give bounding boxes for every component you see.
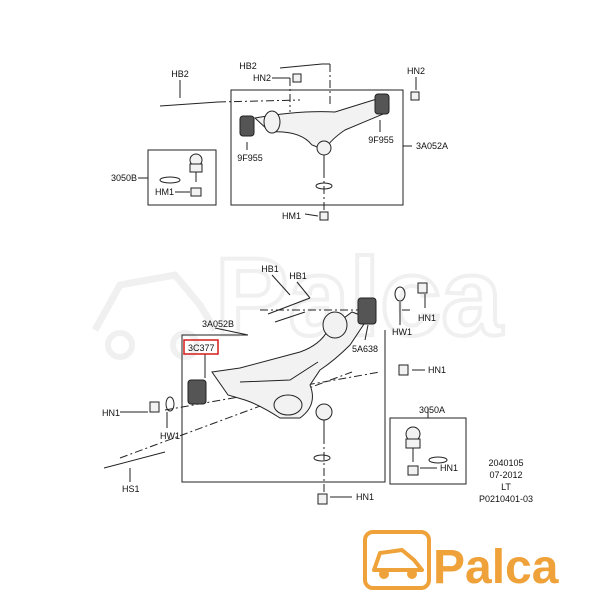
label-hb1-right: HB1 xyxy=(289,271,307,281)
palca-watermark: Palca xyxy=(91,234,505,361)
label-hn1-bottom: HN1 xyxy=(356,492,374,502)
watermark-text: Palca xyxy=(215,236,503,359)
label-hs1: HS1 xyxy=(122,484,140,494)
diagram-ref: P0210401-03 xyxy=(479,494,533,504)
label-hm1-left: HM1 xyxy=(155,187,174,197)
lower-arm-assembly xyxy=(103,274,428,505)
label-9f955-right: 9F955 xyxy=(368,135,394,145)
label-3050a: 3050A xyxy=(419,405,445,415)
label-hn1-upper-right: HN1 xyxy=(418,313,436,323)
car-icon xyxy=(363,530,431,590)
label-hn2-right: HN2 xyxy=(407,66,425,76)
label-hb2-left: HB2 xyxy=(171,69,189,79)
highlight-box xyxy=(183,339,219,355)
label-hn1-mid-right: HN1 xyxy=(428,365,446,375)
upper-arm-assembly xyxy=(159,63,420,221)
diagram-date: 07-2012 xyxy=(489,470,522,480)
label-3050b: 3050B xyxy=(111,173,137,183)
logo-text: Palca xyxy=(433,541,559,594)
ball-joint-3050b xyxy=(138,149,217,206)
label-3a052b: 3A052B xyxy=(202,319,234,329)
label-3c377: 3C377 xyxy=(188,343,215,353)
palca-logo: Palca xyxy=(363,530,559,594)
label-hb2-top: HB2 xyxy=(239,61,257,71)
label-3a052a: 3A052A xyxy=(416,141,448,151)
label-hn1-left: HN1 xyxy=(102,408,120,418)
label-hb1-left: HB1 xyxy=(261,264,279,274)
label-hw1-left: HW1 xyxy=(160,431,180,441)
label-5a638: 5A638 xyxy=(352,344,378,354)
label-9f955-left: 9F955 xyxy=(237,153,263,163)
diagram-side: LT xyxy=(501,482,511,492)
label-hn1-3050a: HN1 xyxy=(440,463,458,473)
diagram-code: 2040105 xyxy=(488,458,523,468)
label-hn2-center: HN2 xyxy=(253,73,271,83)
label-hm1-bottom: HM1 xyxy=(282,211,301,221)
ball-joint-3050a xyxy=(389,408,467,485)
label-hw1-right: HW1 xyxy=(392,327,412,337)
